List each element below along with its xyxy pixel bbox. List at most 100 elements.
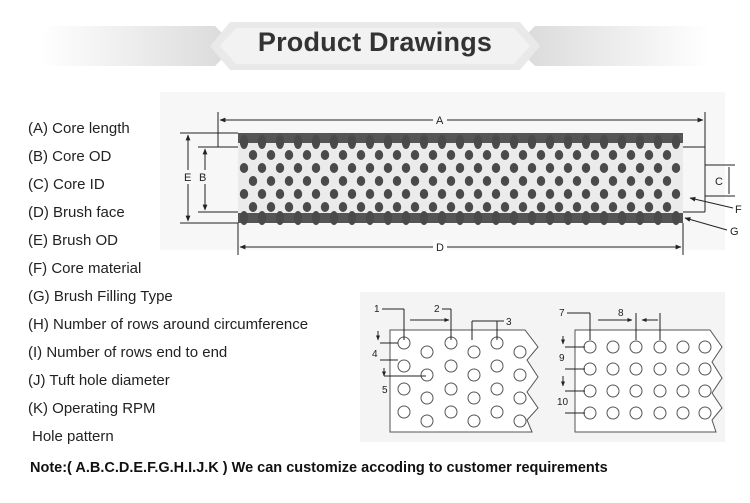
tuft-hole bbox=[490, 405, 504, 419]
brush-tuft bbox=[302, 176, 312, 186]
brush-tuft bbox=[554, 202, 564, 212]
brush-tuft bbox=[527, 163, 537, 173]
brush-tuft bbox=[581, 211, 591, 225]
brush-tuft bbox=[581, 135, 591, 149]
tuft-hole bbox=[698, 384, 712, 398]
brush-tuft bbox=[293, 163, 303, 173]
brush-tuft bbox=[239, 163, 249, 173]
spec-rows-end-to-end: (I) Number of rows end to end bbox=[28, 344, 228, 361]
spec-core-id: (C) Core ID bbox=[28, 176, 105, 193]
pattern-label-8: 8 bbox=[618, 308, 624, 319]
brush-tuft bbox=[428, 202, 438, 212]
spec-brush-face: (D) Brush face bbox=[28, 204, 125, 221]
brush-tuft bbox=[662, 176, 672, 186]
brush-tuft bbox=[509, 189, 519, 199]
brush-tuft bbox=[311, 211, 321, 225]
brush-tuft bbox=[347, 189, 357, 199]
brush-tuft bbox=[428, 176, 438, 186]
brush-tuft bbox=[311, 189, 321, 199]
brush-tuft bbox=[239, 211, 249, 225]
brush-tuft bbox=[239, 135, 249, 149]
tuft-hole bbox=[629, 340, 643, 354]
spec-brush-filling-type: (G) Brush Filling Type bbox=[28, 288, 173, 305]
brush-tuft bbox=[437, 135, 447, 149]
tuft-hole bbox=[698, 362, 712, 376]
brush-tuft bbox=[626, 150, 636, 160]
tuft-hole bbox=[698, 406, 712, 420]
brush-tuft bbox=[491, 211, 501, 225]
brush-tuft bbox=[599, 211, 609, 225]
spec-rows-circumference: (H) Number of rows around circumference bbox=[28, 316, 309, 333]
brush-tuft bbox=[653, 211, 663, 225]
brush-tuft bbox=[653, 163, 663, 173]
brush-tuft bbox=[590, 150, 600, 160]
brush-tuft bbox=[356, 176, 366, 186]
brush-tuft bbox=[653, 189, 663, 199]
brush-tuft bbox=[527, 135, 537, 149]
brush-tuft bbox=[509, 211, 519, 225]
leader-g bbox=[684, 217, 728, 231]
brush-tuft bbox=[554, 176, 564, 186]
brush-tuft bbox=[392, 202, 402, 212]
tuft-hole bbox=[653, 406, 667, 420]
brush-tuft bbox=[446, 150, 456, 160]
brush-tuft bbox=[653, 135, 663, 149]
brush-tuft bbox=[257, 163, 267, 173]
brush-tuft bbox=[329, 189, 339, 199]
brush-tuft bbox=[392, 150, 402, 160]
tuft-hole bbox=[606, 362, 620, 376]
brush-tuft bbox=[572, 176, 582, 186]
brush-tuft bbox=[293, 211, 303, 225]
tuft-hole bbox=[513, 414, 527, 428]
brush-tuft bbox=[320, 202, 330, 212]
brush-tuft bbox=[581, 163, 591, 173]
brush-tuft bbox=[338, 176, 348, 186]
tuft-hole bbox=[629, 406, 643, 420]
brush-tuft bbox=[248, 202, 258, 212]
brush-tuft bbox=[275, 211, 285, 225]
dim-g-label: G bbox=[730, 226, 739, 238]
brush-tuft bbox=[293, 135, 303, 149]
brush-tuft bbox=[509, 163, 519, 173]
brush-tuft bbox=[473, 189, 483, 199]
tuft-hole bbox=[583, 362, 597, 376]
brush-tuft bbox=[383, 163, 393, 173]
brush-tuft bbox=[248, 176, 258, 186]
brush-tuft bbox=[536, 202, 546, 212]
customization-note: Note:( A.B.C.D.E.F.G.H.I.J.K ) We can cu… bbox=[30, 460, 608, 476]
tuft-hole bbox=[676, 384, 690, 398]
brush-tuft bbox=[518, 176, 528, 186]
tuft-hole bbox=[490, 359, 504, 373]
brush-tuft bbox=[455, 163, 465, 173]
brush-tuft bbox=[446, 176, 456, 186]
spec-core-length: (A) Core length bbox=[28, 120, 130, 137]
dim-b-label: B bbox=[199, 172, 206, 184]
tuft-hole bbox=[606, 340, 620, 354]
tuft-hole bbox=[653, 384, 667, 398]
spec-core-od: (B) Core OD bbox=[28, 148, 112, 165]
tuft-hole bbox=[513, 368, 527, 382]
brush-tuft bbox=[383, 211, 393, 225]
brush-tuft bbox=[419, 189, 429, 199]
brush-tuft bbox=[347, 163, 357, 173]
tuft-hole bbox=[606, 406, 620, 420]
brush-tuft bbox=[554, 150, 564, 160]
brush-tuft bbox=[248, 150, 258, 160]
brush-tuft bbox=[545, 211, 555, 225]
tuft-hole bbox=[676, 406, 690, 420]
brush-tuft bbox=[500, 176, 510, 186]
brush-tuft bbox=[464, 150, 474, 160]
brush-tuft bbox=[266, 150, 276, 160]
tuft-hole bbox=[583, 406, 597, 420]
brush-tuft bbox=[563, 135, 573, 149]
brush-tuft bbox=[617, 189, 627, 199]
brush-tuft bbox=[374, 150, 384, 160]
brush-tuft bbox=[608, 176, 618, 186]
pattern-label-4: 4 bbox=[372, 349, 378, 360]
tuft-hole bbox=[629, 384, 643, 398]
brush-tuft bbox=[473, 163, 483, 173]
brush-tuft bbox=[635, 189, 645, 199]
leader-f bbox=[689, 196, 734, 209]
